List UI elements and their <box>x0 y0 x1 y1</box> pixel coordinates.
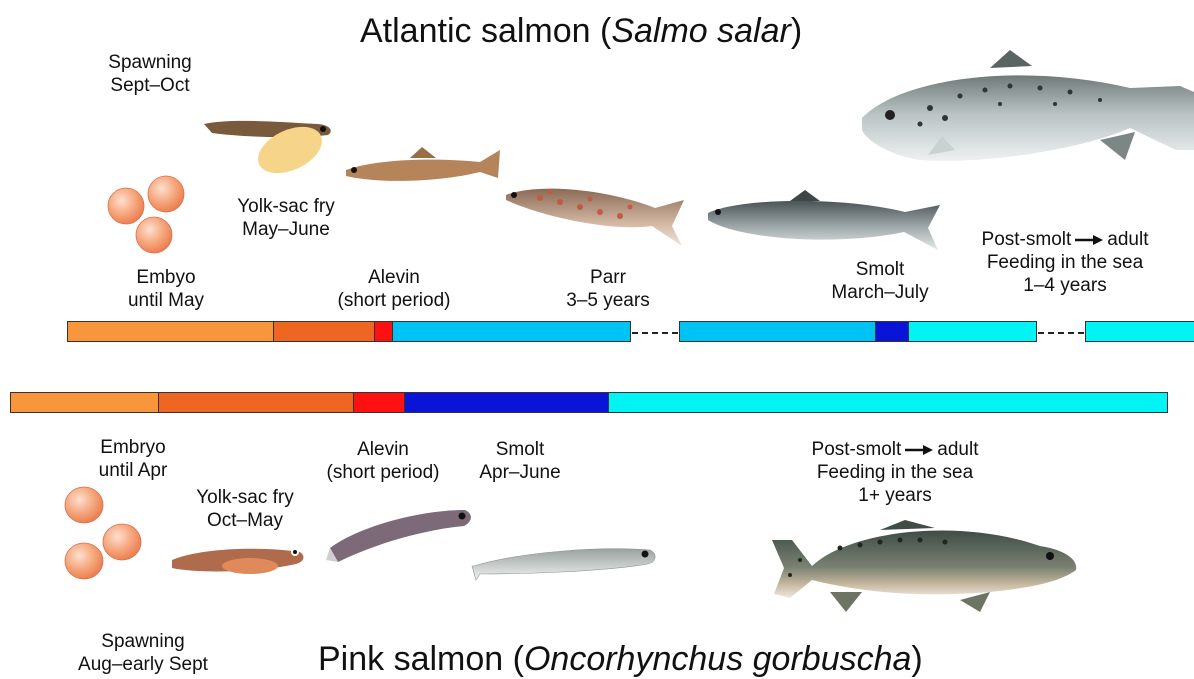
atlantic-eggs <box>108 176 184 253</box>
egg <box>65 487 103 523</box>
egg <box>108 188 144 224</box>
pink-smolt <box>472 549 655 580</box>
egg <box>148 176 184 212</box>
atlantic-alevin <box>346 147 500 181</box>
pink-adult-salmon <box>772 520 1076 612</box>
egg <box>103 524 141 560</box>
egg <box>65 543 103 579</box>
egg <box>136 217 172 253</box>
atlantic-parr <box>506 189 684 246</box>
pink-eggs <box>65 487 141 579</box>
pink-alevin <box>326 510 471 562</box>
atlantic-yolk-sac-fry <box>204 118 331 183</box>
atlantic-adult-salmon <box>862 50 1194 161</box>
pink-yolk-sac-fry <box>172 548 303 574</box>
atlantic-smolt <box>708 190 940 250</box>
